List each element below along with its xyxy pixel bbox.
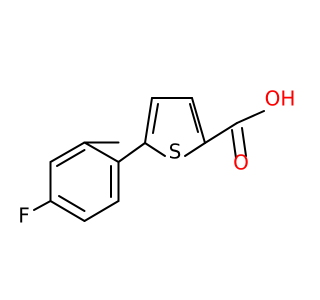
sulfur-atom-label: S xyxy=(169,140,182,164)
double-bond-inner-1 xyxy=(56,149,86,167)
thiophene-double-bond-highlight-2 xyxy=(189,103,199,133)
bond-th-1 xyxy=(144,142,166,157)
benzene-ring xyxy=(49,141,120,222)
carbonyl-oxygen-atom-label: O xyxy=(233,151,249,175)
thiophene-ring xyxy=(144,97,206,157)
bond-c-o-double-2 xyxy=(241,127,247,157)
hydroxyl-atom-label: OH xyxy=(265,87,296,111)
bond-th-2 xyxy=(184,142,206,157)
bond-c-cooh xyxy=(204,122,238,144)
bond-ring-2 xyxy=(49,141,86,163)
bond-phenyl-thiophene xyxy=(117,142,146,163)
bond-th-3 xyxy=(191,97,206,144)
bond-th-5 xyxy=(144,97,153,144)
fluorine-atom-label: F xyxy=(18,204,30,228)
bond-ring-5 xyxy=(83,200,120,222)
double-bond-inner-2 xyxy=(58,195,86,212)
bond-ring-4 xyxy=(49,200,86,222)
structural-formula-diagram: F S OH O xyxy=(18,87,296,228)
bond-c-oh xyxy=(236,110,265,124)
bond-c-o-double-1 xyxy=(231,129,237,159)
bond-c-f xyxy=(33,200,52,211)
thiophene-double-bond-highlight-1 xyxy=(152,103,159,134)
carboxylic-acid-group xyxy=(204,110,265,159)
bond-ring-7 xyxy=(83,141,120,163)
